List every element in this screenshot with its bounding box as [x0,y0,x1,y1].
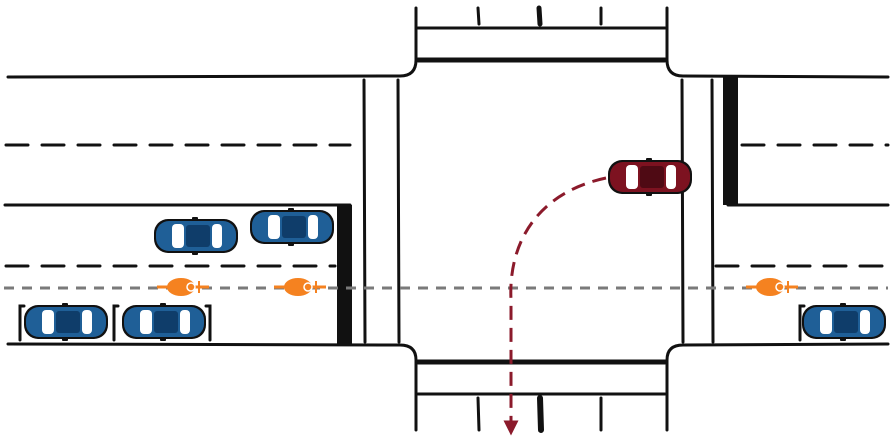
rider-body [284,278,312,296]
north-road-left-edge [6,6,418,79]
lane-dashes [4,143,890,268]
west-crosswalk [362,78,401,344]
vehicles [24,158,886,341]
car-windshield [860,310,870,334]
car-roof [154,311,178,333]
parking-brackets [18,304,806,342]
car-windshield [180,310,190,334]
blue-car [250,208,334,246]
car-roof [834,311,858,333]
east-stop-bar [723,77,738,205]
road-edges [3,6,890,432]
car-roof [56,311,80,333]
car-windshield [82,310,92,334]
blue-car [154,217,238,255]
car-mirror [288,242,294,246]
car-mirror [192,251,198,255]
rider-helmet [186,282,196,292]
south-road-right-edge [665,342,890,432]
car-mirror [840,303,846,307]
south-crosswalk [415,359,668,433]
car-mirror [840,337,846,341]
rider-helmet [775,282,785,292]
cyclist [274,278,326,296]
rider-helmet [303,282,313,292]
north-crosswalk [415,5,668,63]
blue-car [802,303,886,341]
car-mirror [288,208,294,212]
turn-path-arrow [503,176,607,436]
west-stop-bar [337,205,352,344]
car-mirror [646,158,652,162]
cyclist [157,278,209,296]
south-road-left-edge [6,342,418,432]
car-mirror [160,337,166,341]
car-windshield [308,215,318,239]
rider-body [167,278,195,296]
east-crosswalk [680,78,715,344]
car-mirror [646,192,652,196]
car-rear-window [42,310,54,334]
car-rear-window [140,310,152,334]
car-mirror [62,337,68,341]
car-rear-window [172,224,184,248]
rider-body [756,278,784,296]
car-windshield [666,165,676,189]
car-mirror [62,303,68,307]
red-car [608,158,692,196]
car-roof [640,166,664,188]
car-mirror [160,303,166,307]
car-roof [282,216,306,238]
cyclists [157,278,798,296]
car-rear-window [268,215,280,239]
car-rear-window [626,165,638,189]
car-windshield [212,224,222,248]
car-rear-window [820,310,832,334]
car-mirror [192,217,198,221]
car-roof [186,225,210,247]
north-road-right-edge [665,6,890,79]
cyclist [746,278,798,296]
blue-car [24,303,108,341]
blue-car [122,303,206,341]
